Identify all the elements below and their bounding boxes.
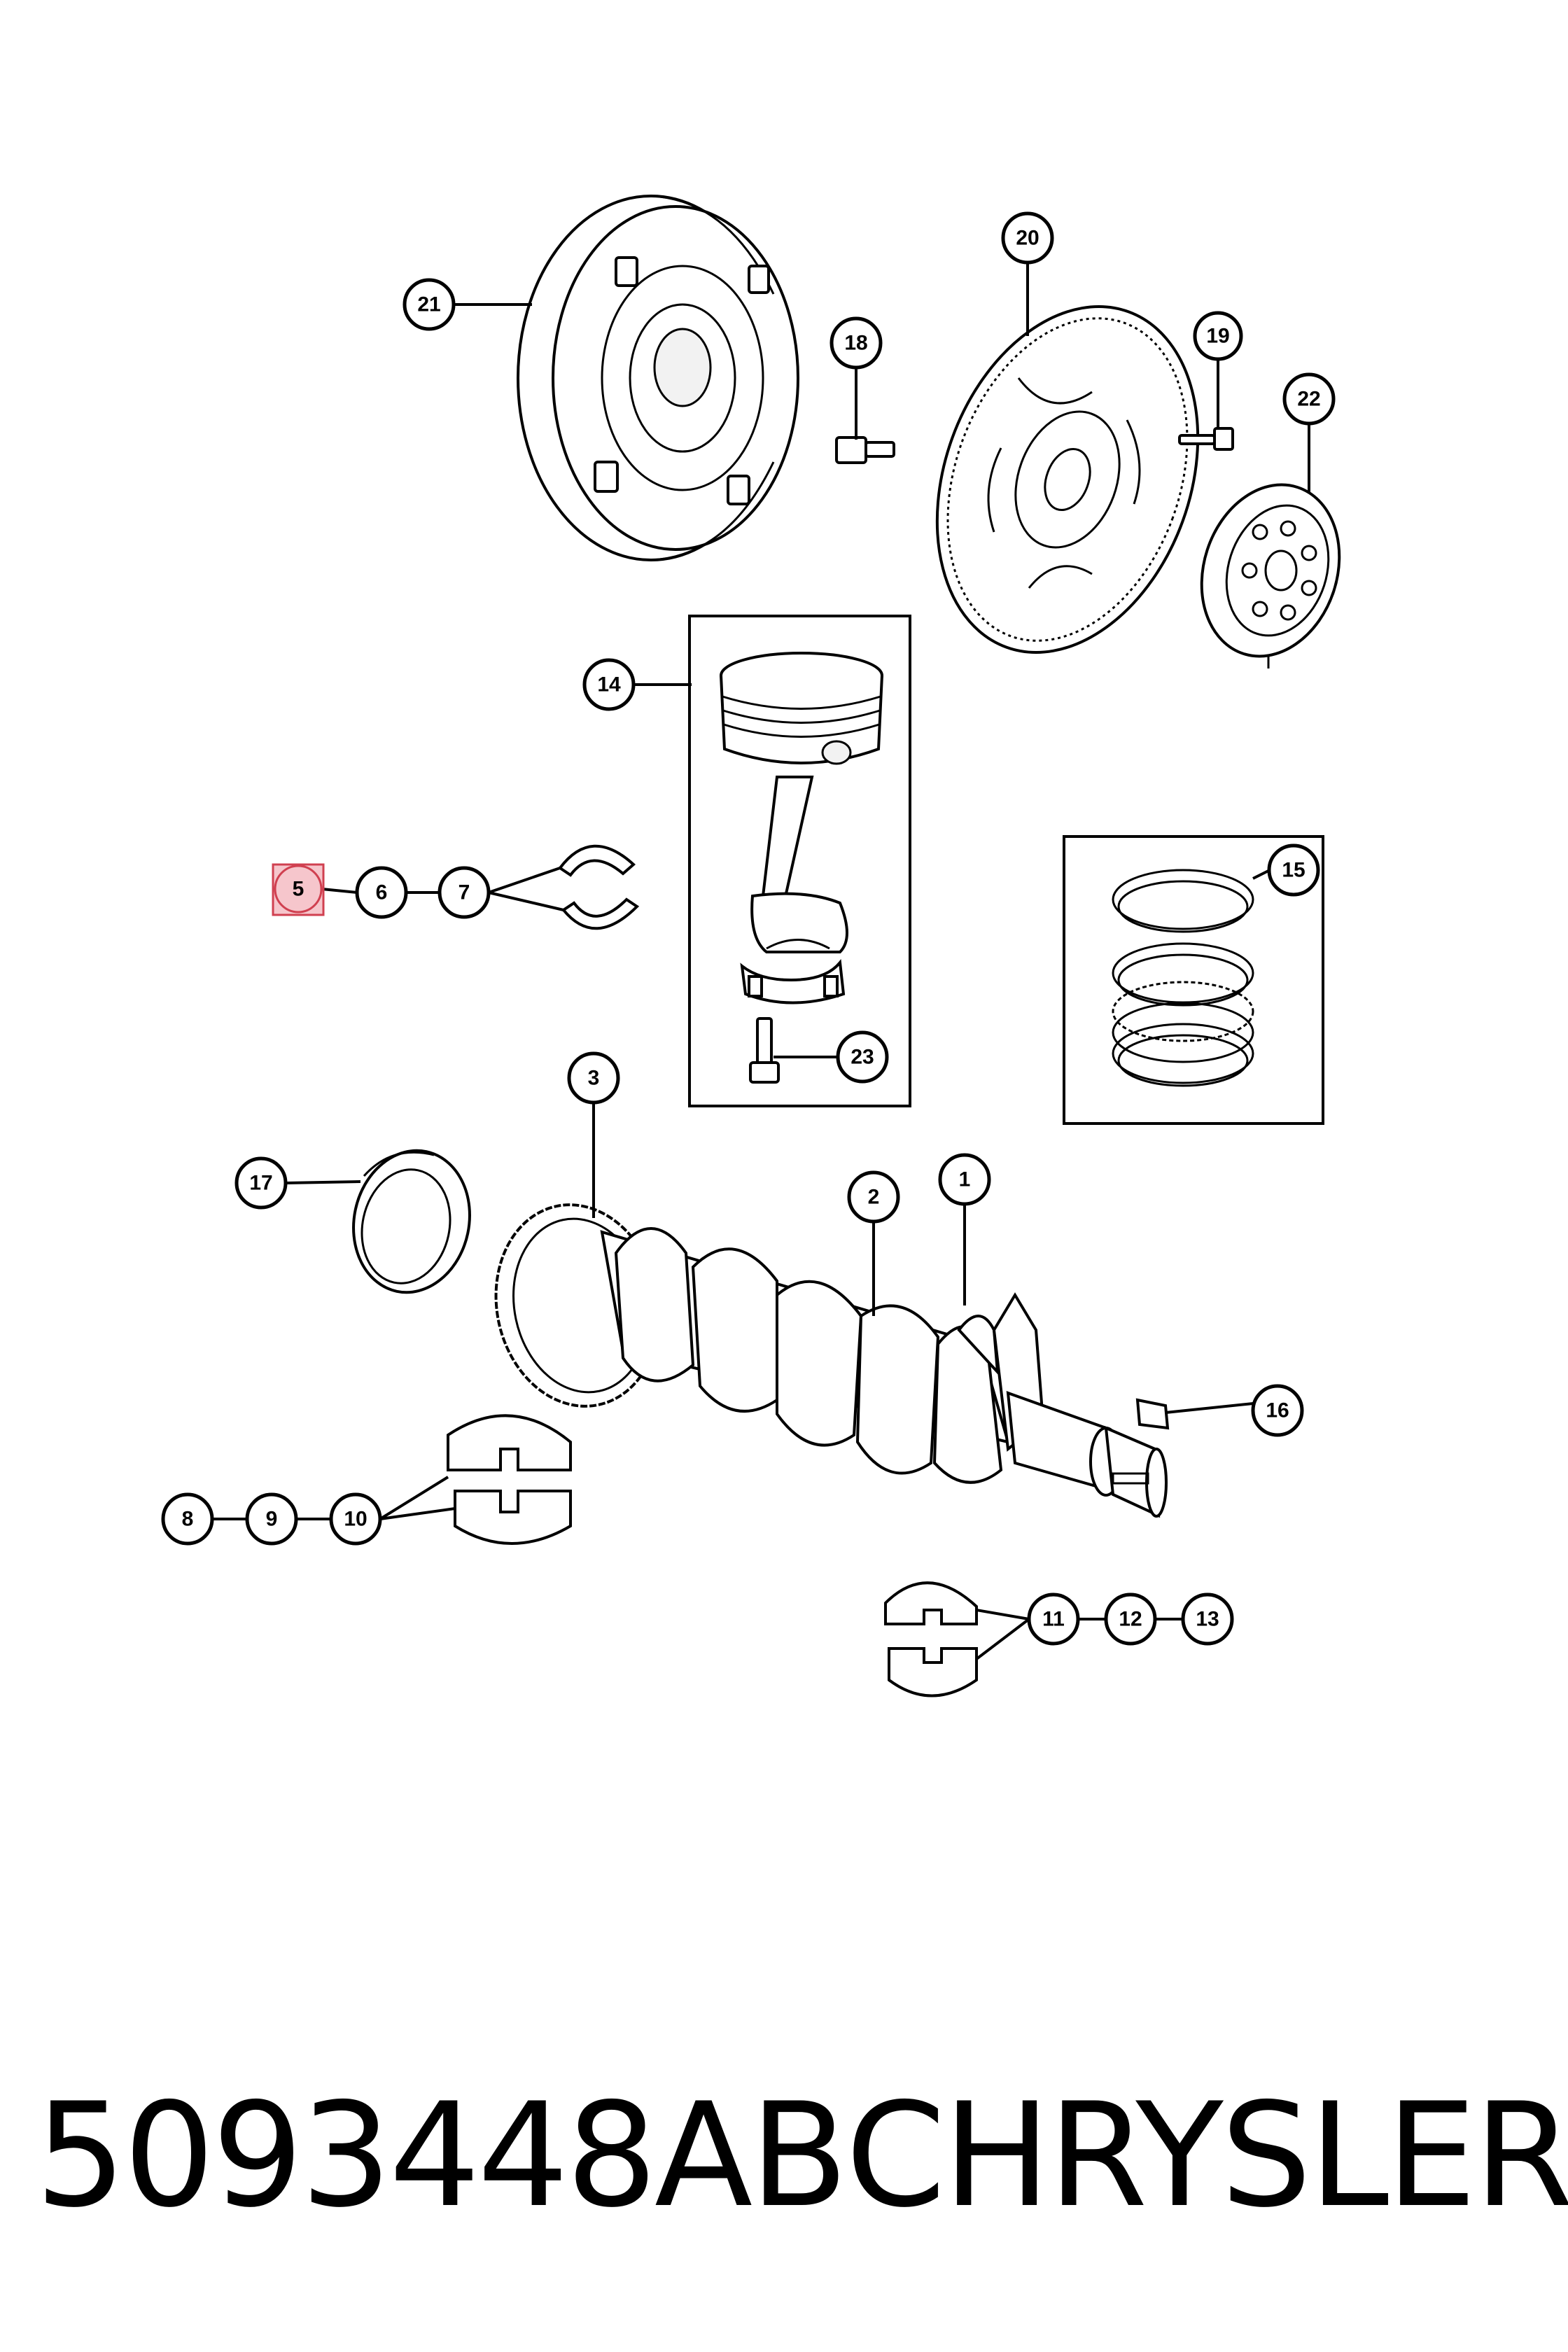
callout-8: 8	[161, 1492, 214, 1546]
crankshaft	[494, 1203, 1168, 1518]
svg-text:16: 16	[1266, 1399, 1289, 1422]
callout-14: 14	[582, 658, 636, 711]
main-bearing-shells-upper	[447, 1414, 572, 1545]
callout-15: 15	[1267, 844, 1320, 897]
main-bearing-shells-lower	[884, 1581, 978, 1698]
converter-bolt	[835, 436, 895, 464]
leader-lines	[212, 261, 1310, 1660]
callout-6: 6	[355, 866, 408, 919]
piston-rings-frame	[1063, 835, 1324, 1125]
svg-text:12: 12	[1119, 1608, 1142, 1631]
svg-text:5: 5	[293, 878, 304, 901]
callout-3: 3	[567, 1051, 620, 1105]
brand-name: CHRYSLER	[845, 2072, 1568, 2239]
svg-text:17: 17	[249, 1172, 272, 1195]
svg-text:7: 7	[458, 881, 470, 904]
svg-text:13: 13	[1196, 1608, 1219, 1631]
crankshaft-key	[1135, 1398, 1170, 1430]
piston-assembly-frame	[688, 615, 911, 1107]
flex-plate-bolt	[1178, 427, 1234, 451]
rear-oil-seal	[352, 1149, 471, 1294]
svg-text:11: 11	[1042, 1608, 1065, 1631]
callout-13: 13	[1181, 1592, 1234, 1646]
svg-text:15: 15	[1282, 859, 1305, 882]
callout-18: 18	[830, 316, 883, 370]
callout-7: 7	[438, 866, 491, 919]
svg-text:1: 1	[959, 1168, 971, 1191]
part-number: 5093448AB	[35, 2072, 848, 2239]
callout-10: 10	[329, 1492, 382, 1546]
piston-connecting-rod	[720, 652, 883, 1004]
callout-22: 22	[1282, 372, 1336, 426]
connecting-rod-bolt	[749, 1017, 780, 1084]
rod-bearing-shells	[558, 844, 640, 930]
svg-text:22: 22	[1297, 388, 1320, 411]
svg-text:19: 19	[1206, 325, 1229, 348]
callout-12: 12	[1104, 1592, 1157, 1646]
callout-17: 17	[234, 1156, 288, 1210]
callout-20: 20	[1001, 211, 1054, 265]
callout-19: 19	[1193, 311, 1243, 361]
flex-plate	[935, 305, 1200, 654]
callout-11: 11	[1027, 1592, 1080, 1646]
svg-text:2: 2	[868, 1186, 880, 1209]
svg-text:20: 20	[1016, 227, 1039, 250]
svg-text:6: 6	[376, 881, 388, 904]
callout-1: 1	[938, 1153, 991, 1206]
svg-text:18: 18	[844, 332, 867, 355]
callout-16: 16	[1251, 1384, 1304, 1437]
part-caption: 5093448AB CHRYSLER	[35, 2072, 1568, 2240]
callout-5-highlighted: 5	[272, 863, 325, 916]
svg-text:8: 8	[182, 1508, 194, 1531]
svg-text:9: 9	[266, 1508, 278, 1531]
callout-21: 21	[402, 278, 456, 331]
svg-text:23: 23	[850, 1046, 874, 1069]
svg-text:3: 3	[588, 1067, 600, 1090]
callout-9: 9	[245, 1492, 298, 1546]
svg-text:10: 10	[344, 1508, 367, 1531]
callout-23: 23	[836, 1030, 889, 1084]
piston-rings	[1112, 869, 1254, 1087]
callout-2: 2	[847, 1170, 900, 1224]
torque-converter	[517, 195, 799, 561]
svg-text:14: 14	[597, 673, 621, 696]
spacer-plate	[1200, 483, 1341, 668]
svg-text:21: 21	[417, 293, 440, 316]
